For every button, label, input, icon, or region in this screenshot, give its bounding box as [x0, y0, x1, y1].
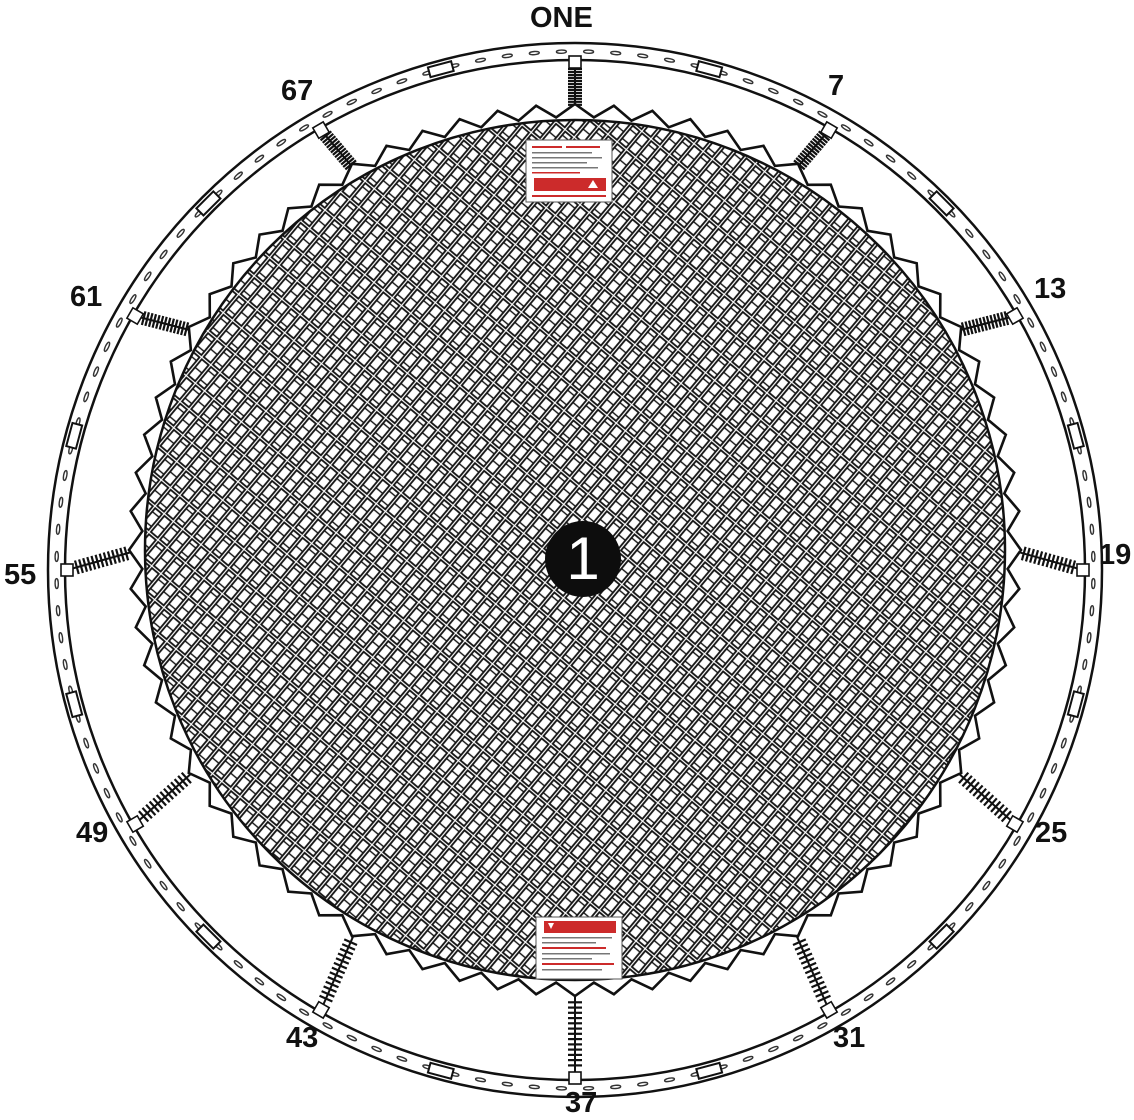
frame-joint — [928, 923, 956, 951]
spring-label-7: 7 — [828, 70, 845, 102]
spring-label-67: 67 — [281, 75, 314, 107]
frame-joints — [65, 60, 1085, 1080]
frame-joint — [695, 1061, 724, 1080]
frame-joint — [65, 421, 84, 450]
warning-label-top — [525, 139, 613, 203]
frame-joint — [1066, 690, 1085, 719]
frame-joint — [695, 60, 724, 79]
frame-joint — [1066, 421, 1085, 450]
spring-label-61: 61 — [70, 281, 103, 313]
spring — [311, 923, 362, 1020]
spring-label-55: 55 — [4, 559, 37, 591]
spring-label-25: 25 — [1035, 817, 1068, 849]
frame-joint — [426, 1061, 455, 1080]
center-callout-badge: 1 — [545, 521, 621, 597]
spring-label-49: 49 — [76, 817, 109, 849]
spring-label-one: ONE — [530, 2, 593, 34]
spring-label-31: 31 — [833, 1022, 866, 1054]
spring — [788, 923, 839, 1020]
spring-label-13: 13 — [1034, 273, 1067, 305]
frame-joint — [928, 189, 956, 217]
spring-label-37: 37 — [565, 1087, 598, 1119]
spring — [311, 120, 362, 177]
frame-joint — [194, 189, 222, 217]
frame-outer-ring — [46, 41, 1104, 1099]
frame-joint — [426, 60, 455, 79]
frame-joint — [194, 923, 222, 951]
frame-joint — [65, 690, 84, 719]
spring-label-43: 43 — [286, 1022, 319, 1054]
spring-label-19: 19 — [1099, 539, 1132, 571]
warning-label-bottom — [535, 916, 623, 980]
